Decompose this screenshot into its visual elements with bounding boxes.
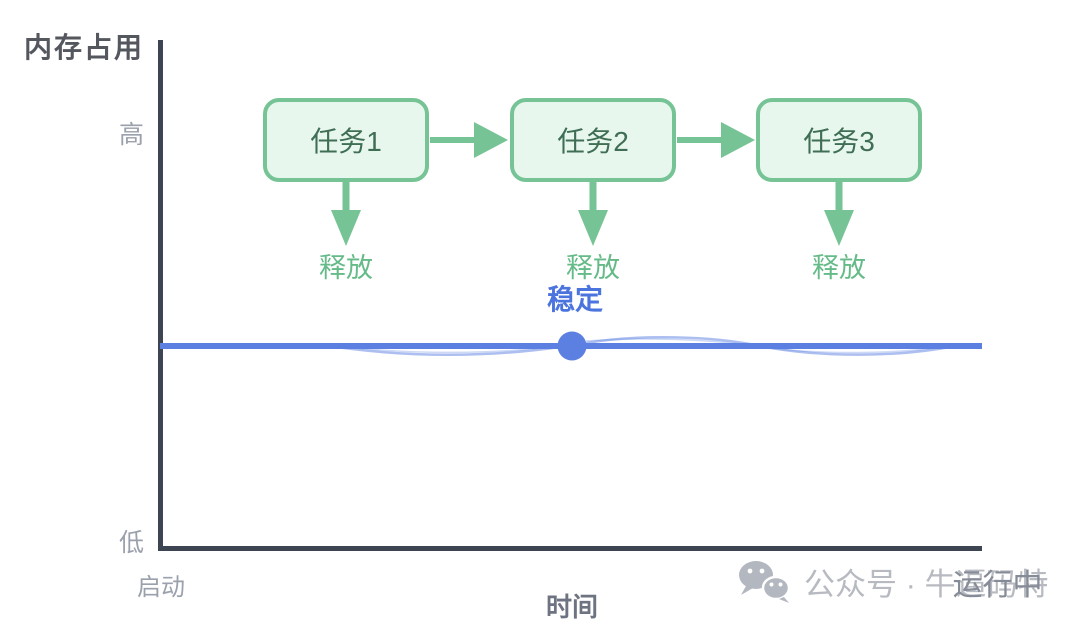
y-tick-high: 高: [118, 121, 144, 149]
y-tick-low: 低: [118, 529, 144, 557]
release-label-1: 释放: [319, 253, 373, 283]
wechat-icon: [739, 561, 791, 603]
watermark-text: 公众号 · 牛逼码特 运行中: [804, 559, 1049, 604]
stable-point: [557, 331, 587, 361]
stable-annotation: 稳定: [546, 284, 603, 315]
watermark-overlay: 运行中: [952, 568, 1043, 602]
chart-title: 内存占用: [24, 32, 145, 63]
release-label-2: 释放: [566, 253, 620, 283]
watermark-prefix: 公众号 ·: [804, 566, 916, 602]
task-box-3: 任务3: [756, 98, 922, 182]
watermark-account: 牛逼码特 运行中: [925, 559, 1049, 604]
x-tick-origin: 启动: [137, 574, 185, 601]
task-flow-arrow-1: [430, 122, 508, 158]
watermark-account-name: 牛逼码特: [924, 566, 1049, 602]
x-axis-label: 时间: [545, 592, 598, 622]
release-label-3: 释放: [812, 253, 866, 283]
task-box-2: 任务2: [510, 98, 676, 182]
watermark: 公众号 · 牛逼码特 运行中: [734, 558, 1049, 604]
task-flow-arrow-2: [677, 122, 755, 158]
release-arrow-3: [824, 182, 854, 246]
release-arrow-1: [331, 182, 361, 246]
release-arrow-2: [578, 182, 608, 246]
task-box-1: 任务1: [263, 98, 429, 182]
